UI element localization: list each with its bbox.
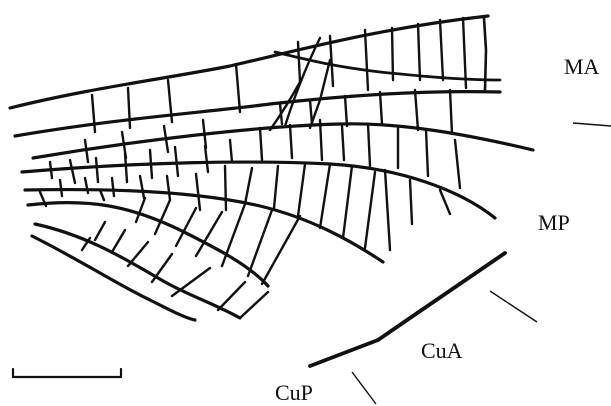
crossvein: [38, 62, 454, 320]
leader-line-ma: [572, 122, 611, 127]
cross-veins: [38, 16, 468, 320]
label-ma: MA: [564, 54, 600, 79]
longitudinal-veins: [8, 14, 535, 322]
vein-anal: [30, 234, 197, 322]
vein-ma: [20, 160, 497, 220]
label-cua: CuA: [421, 338, 463, 363]
vein-subcosta: [13, 90, 502, 138]
label-mp: MP: [538, 210, 570, 235]
vein-costa: [8, 14, 490, 110]
leader-line-cua: [489, 290, 538, 323]
vein-cup-wing: [33, 222, 242, 320]
leader-lines: [351, 122, 611, 405]
crossvein: [268, 16, 468, 132]
leader-line-cup: [351, 371, 377, 405]
vein-mp: [23, 187, 385, 264]
scale-bar: [11, 367, 123, 379]
vein-radius: [31, 122, 535, 160]
label-cup: CuP: [275, 380, 313, 405]
crossvein: [340, 122, 462, 252]
vein-cua-wing: [26, 200, 270, 288]
vein-terminal: [482, 16, 488, 92]
vein-cua-detached: [308, 251, 507, 368]
